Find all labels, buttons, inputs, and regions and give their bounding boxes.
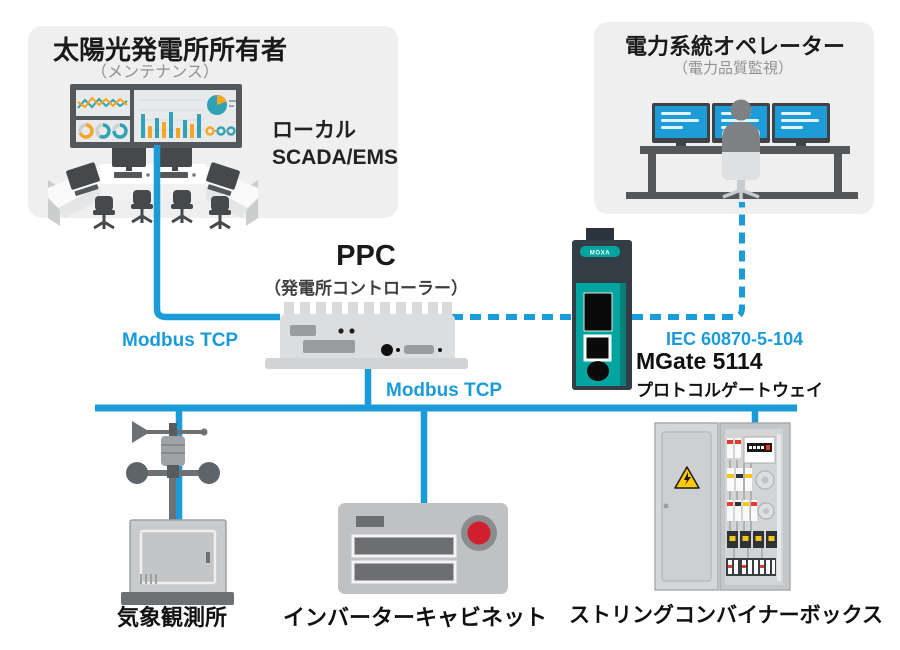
- mgate-role-label: プロトコルゲートウェイ: [636, 381, 823, 400]
- mgate-model-label: MGate 5114: [636, 348, 763, 374]
- local-scada-line2: SCADA/EMS: [272, 146, 399, 170]
- ppc-device-icon: [265, 302, 468, 369]
- inverter-cabinet-icon: [338, 503, 508, 594]
- modbus-tcp-center-label: Modbus TCP: [386, 380, 503, 401]
- iec-60870-label: IEC 60870-5-104: [666, 329, 804, 349]
- local-scada-caption: ローカル SCADA/EMS: [272, 117, 398, 172]
- owner-title: 太陽光発電所所有者: [52, 35, 288, 65]
- local-scada-line1: ローカル: [272, 119, 356, 142]
- weather-station-label: 気象観測所: [116, 605, 228, 630]
- modbus-tcp-left-label: Modbus TCP: [122, 330, 239, 351]
- weather-station-icon: [121, 421, 234, 605]
- moxa-logo: MOXA: [590, 251, 610, 257]
- ppc-title: PPC: [336, 240, 396, 272]
- anemometer-icon: [126, 421, 220, 484]
- string-combiner-icon: [654, 422, 791, 591]
- operator-title: 電力系統オペレーター: [624, 34, 846, 59]
- owner-subtitle: （メンテナンス）: [91, 64, 219, 81]
- mgate-gateway-icon: MOXA: [572, 228, 632, 390]
- string-combiner-label: ストリングコンバイナーボックス: [569, 604, 883, 627]
- inverter-cabinet-label: インバーターキャビネット: [282, 605, 548, 630]
- ppc-to-operator-dashed-line: [452, 202, 745, 320]
- warning-triangle-icon: [674, 466, 700, 489]
- operator-subtitle: （電力品質監視）: [672, 60, 794, 77]
- ppc-subtitle: （発電所コントローラー）: [264, 279, 468, 298]
